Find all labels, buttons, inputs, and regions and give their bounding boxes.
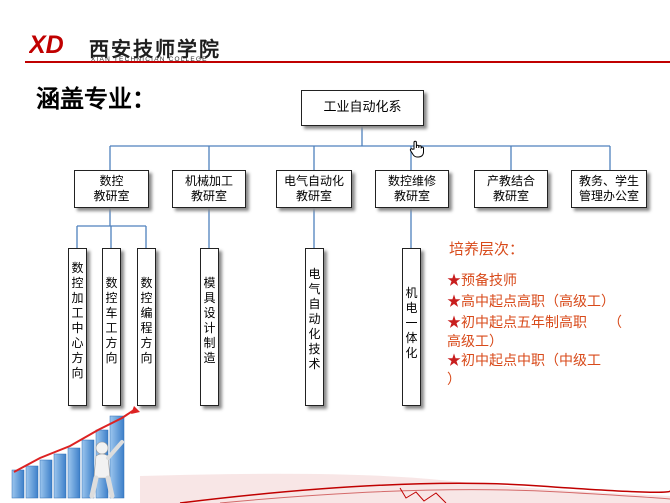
training-level-item: ★预备技师 [447,273,517,289]
star-icon: ★ [447,315,461,331]
major-label: 电气自动化技术 [308,267,321,371]
dept-label: 电气自动化 教研室 [283,174,344,203]
major-node: 数控加工中心方向 [68,248,87,406]
college-name-cn: 西安技师学院 [89,37,221,61]
dept-node: 教务、学生 管理办公室 [571,170,647,208]
college-name-en: XIAN TECHNICIAN COLLEGE [91,56,208,63]
dept-label: 数控维修 教研室 [387,174,436,203]
svg-text:XD: XD [29,32,64,56]
dept-label: 数控 教研室 [93,174,130,203]
training-level-item-continued: 高级工） [447,334,503,350]
dept-label: 教务、学生 管理办公室 [578,174,639,203]
training-level-item: ★初中起点五年制高职 （ [447,315,622,331]
major-node: 数控车工方向 [102,248,121,406]
dept-label: 产教结合 教研室 [486,174,535,203]
star-icon: ★ [447,294,461,310]
major-node: 数控编程方向 [137,248,156,406]
star-icon: ★ [447,273,461,289]
page-heading: 涵盖专业： [36,84,156,113]
major-label: 机电一体化 [405,286,418,360]
major-node: 机电一体化 [402,248,421,406]
college-logo: XD 西安技师学院 XIAN TECHNICIAN COLLEGE [29,32,259,63]
major-label: 数控编程方向 [140,276,153,365]
training-level-item: ★初中起点中职（中级工 [447,353,601,369]
training-levels-title: 培养层次： [449,240,525,258]
major-label: 模具设计制造 [203,276,216,365]
training-level-item-continued: ） [447,372,461,388]
major-node: 电气自动化技术 [305,248,324,406]
dept-node: 电气自动化 教研室 [276,170,352,208]
root-label: 工业自动化系 [323,100,402,115]
major-node: 模具设计制造 [200,248,219,406]
training-level-item: ★高中起点高职（高级工） [447,294,615,310]
header-rule [25,61,670,63]
dept-node: 数控 教研室 [74,170,149,208]
growth-chart-icon [11,406,140,499]
dept-label: 机械加工 教研室 [184,174,233,203]
major-label: 数控车工方向 [105,276,118,365]
hand-cursor-icon [409,140,424,158]
dept-node: 机械加工 教研室 [172,170,246,208]
dept-node: 数控维修 教研室 [375,170,449,208]
major-label: 数控加工中心方向 [71,261,84,380]
root-node: 工业自动化系 [301,90,424,126]
xd-logo-icon: XD [29,32,79,56]
dept-node: 产教结合 教研室 [474,170,548,208]
star-icon: ★ [447,353,461,369]
decorative-ribbon [140,473,670,503]
